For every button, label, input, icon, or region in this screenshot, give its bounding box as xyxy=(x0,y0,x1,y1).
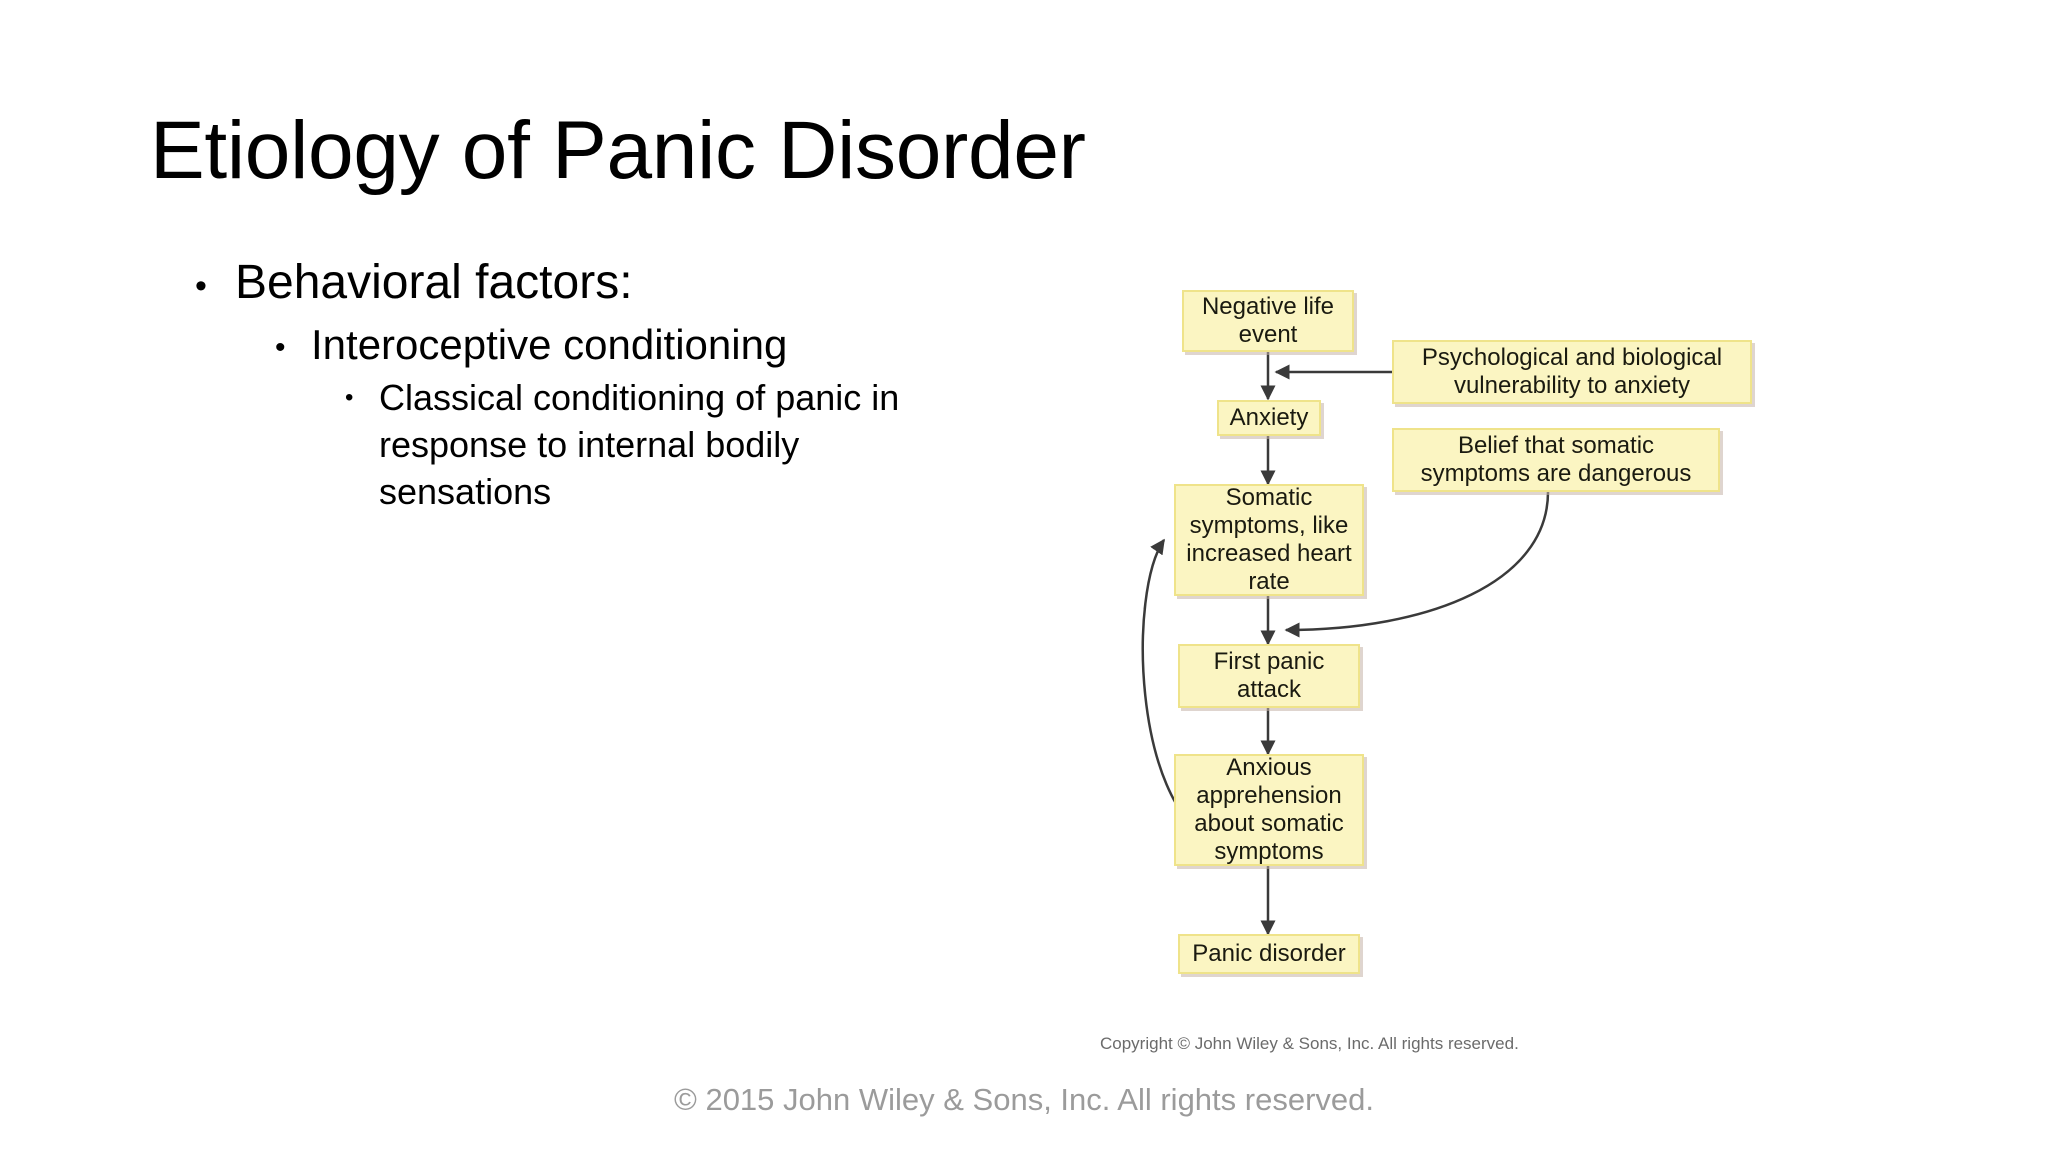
flow-box-anxiety: Anxiety xyxy=(1217,400,1321,436)
bullet-level-3: • Classical conditioning of panic in res… xyxy=(345,375,1095,515)
slide-footer-copyright: © 2015 John Wiley & Sons, Inc. All right… xyxy=(674,1082,1374,1117)
bullet-marker-icon: • xyxy=(345,384,354,412)
page-title: Etiology of Panic Disorder xyxy=(150,105,1086,196)
flow-box-negative-life-event: Negative life event xyxy=(1182,290,1354,352)
bullet-level-2-text: Interoceptive conditioning xyxy=(311,320,788,368)
panic-disorder-flowchart: Negative life event Psychological and bi… xyxy=(1100,262,1800,1062)
bullet-level-1: • Behavioral factors: xyxy=(195,255,1095,312)
flow-box-anxious-apprehension: Anxious apprehension about somatic sympt… xyxy=(1174,754,1364,866)
flow-box-panic-disorder: Panic disorder xyxy=(1178,934,1360,974)
diagram-copyright: Copyright © John Wiley & Sons, Inc. All … xyxy=(1100,1034,1519,1053)
flowchart-arrows xyxy=(1141,352,1550,936)
flow-box-somatic-symptoms: Somatic symptoms, like increased heart r… xyxy=(1174,484,1364,596)
arrow-belief-to-first-panic xyxy=(1284,491,1550,638)
bullet-level-1-text: Behavioral factors: xyxy=(235,256,633,309)
bullet-marker-icon: • xyxy=(195,267,207,305)
bullet-list: • Behavioral factors: • Interoceptive co… xyxy=(195,255,1095,516)
bullet-marker-icon: • xyxy=(275,330,286,364)
bullet-level-2: • Interoceptive conditioning xyxy=(275,320,1095,370)
flow-box-belief-somatic-dangerous: Belief that somatic symptoms are dangero… xyxy=(1392,428,1720,492)
bullet-level-3-text: Classical conditioning of panic in respo… xyxy=(379,377,900,512)
flow-box-first-panic-attack: First panic attack xyxy=(1178,644,1360,708)
flow-box-psychological-biological-vulnerability: Psychological and biological vulnerabili… xyxy=(1392,340,1752,404)
